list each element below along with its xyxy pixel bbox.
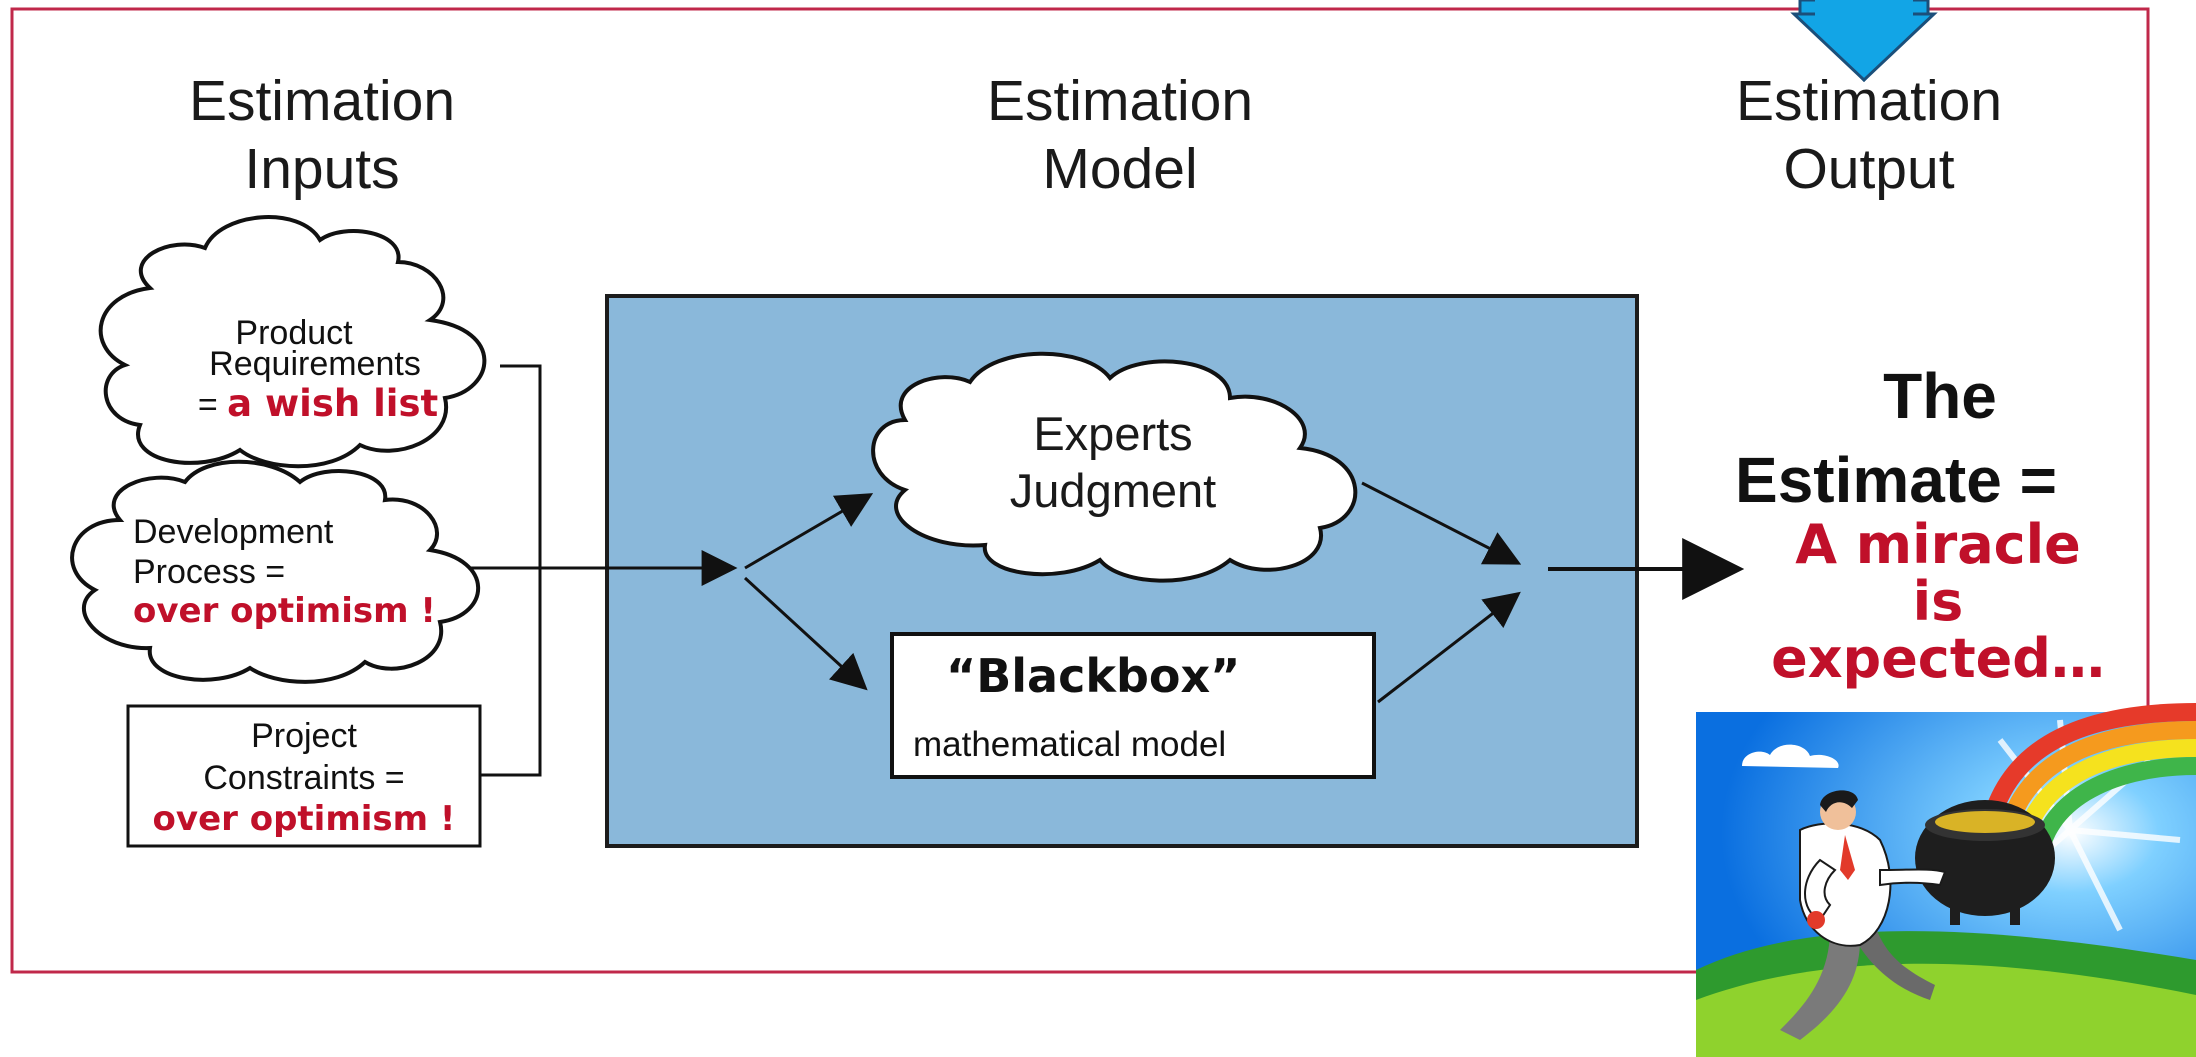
product-prefix: = bbox=[198, 386, 227, 424]
estimate-line1: The bbox=[1883, 360, 1997, 432]
product-line1: Product bbox=[235, 314, 353, 352]
process-line2: Process = bbox=[133, 553, 285, 591]
cloud-icon bbox=[1742, 744, 1839, 768]
header-inputs-line1: Estimation bbox=[189, 69, 455, 133]
header-output-line2: Output bbox=[1783, 137, 1954, 201]
header-model-line2: Model bbox=[1042, 137, 1197, 201]
inputs-bracket bbox=[478, 364, 542, 777]
development-process-cloud bbox=[70, 459, 481, 684]
merge-arrow-bottom bbox=[1377, 591, 1521, 704]
miracle-line1: A miracle bbox=[1795, 513, 2081, 576]
header-inputs-line2: Inputs bbox=[244, 137, 399, 201]
merge-arrow-top bbox=[1361, 481, 1522, 565]
constraints-line1: Project bbox=[251, 717, 357, 755]
experts-line1: Experts bbox=[1033, 407, 1192, 460]
project-constraints-box bbox=[126, 704, 482, 848]
miracle-line2: is bbox=[1913, 570, 1964, 633]
miracle-line3: expected… bbox=[1771, 627, 2105, 690]
businessman-with-pot-of-gold-icon bbox=[1696, 703, 2196, 1057]
product-highlight-line: = a wish list bbox=[198, 382, 438, 425]
constraints-highlight: over optimism ! bbox=[153, 799, 456, 839]
split-arrow-down bbox=[743, 576, 868, 691]
experts-line2: Judgment bbox=[1010, 464, 1216, 517]
header-output-line1: Estimation bbox=[1736, 69, 2002, 133]
product-requirements-cloud bbox=[98, 215, 487, 469]
header-model-line1: Estimation bbox=[987, 69, 1253, 133]
product-highlight: a wish list bbox=[227, 382, 438, 425]
split-arrow-up bbox=[744, 493, 874, 570]
blackbox-model bbox=[890, 632, 1376, 779]
down-arrow-shaft bbox=[1815, 0, 1913, 16]
process-highlight: over optimism ! bbox=[133, 591, 436, 631]
blackbox-title: “Blackbox” bbox=[946, 649, 1240, 703]
constraints-line2: Constraints = bbox=[203, 759, 404, 797]
outer-frame bbox=[10, 7, 2150, 974]
estimate-line2: Estimate = bbox=[1735, 444, 2057, 516]
blackbox-subtitle: mathematical model bbox=[913, 725, 1226, 764]
process-line1: Development bbox=[133, 513, 334, 551]
experts-judgment-cloud bbox=[871, 351, 1358, 583]
product-line2: Requirements bbox=[209, 345, 421, 383]
